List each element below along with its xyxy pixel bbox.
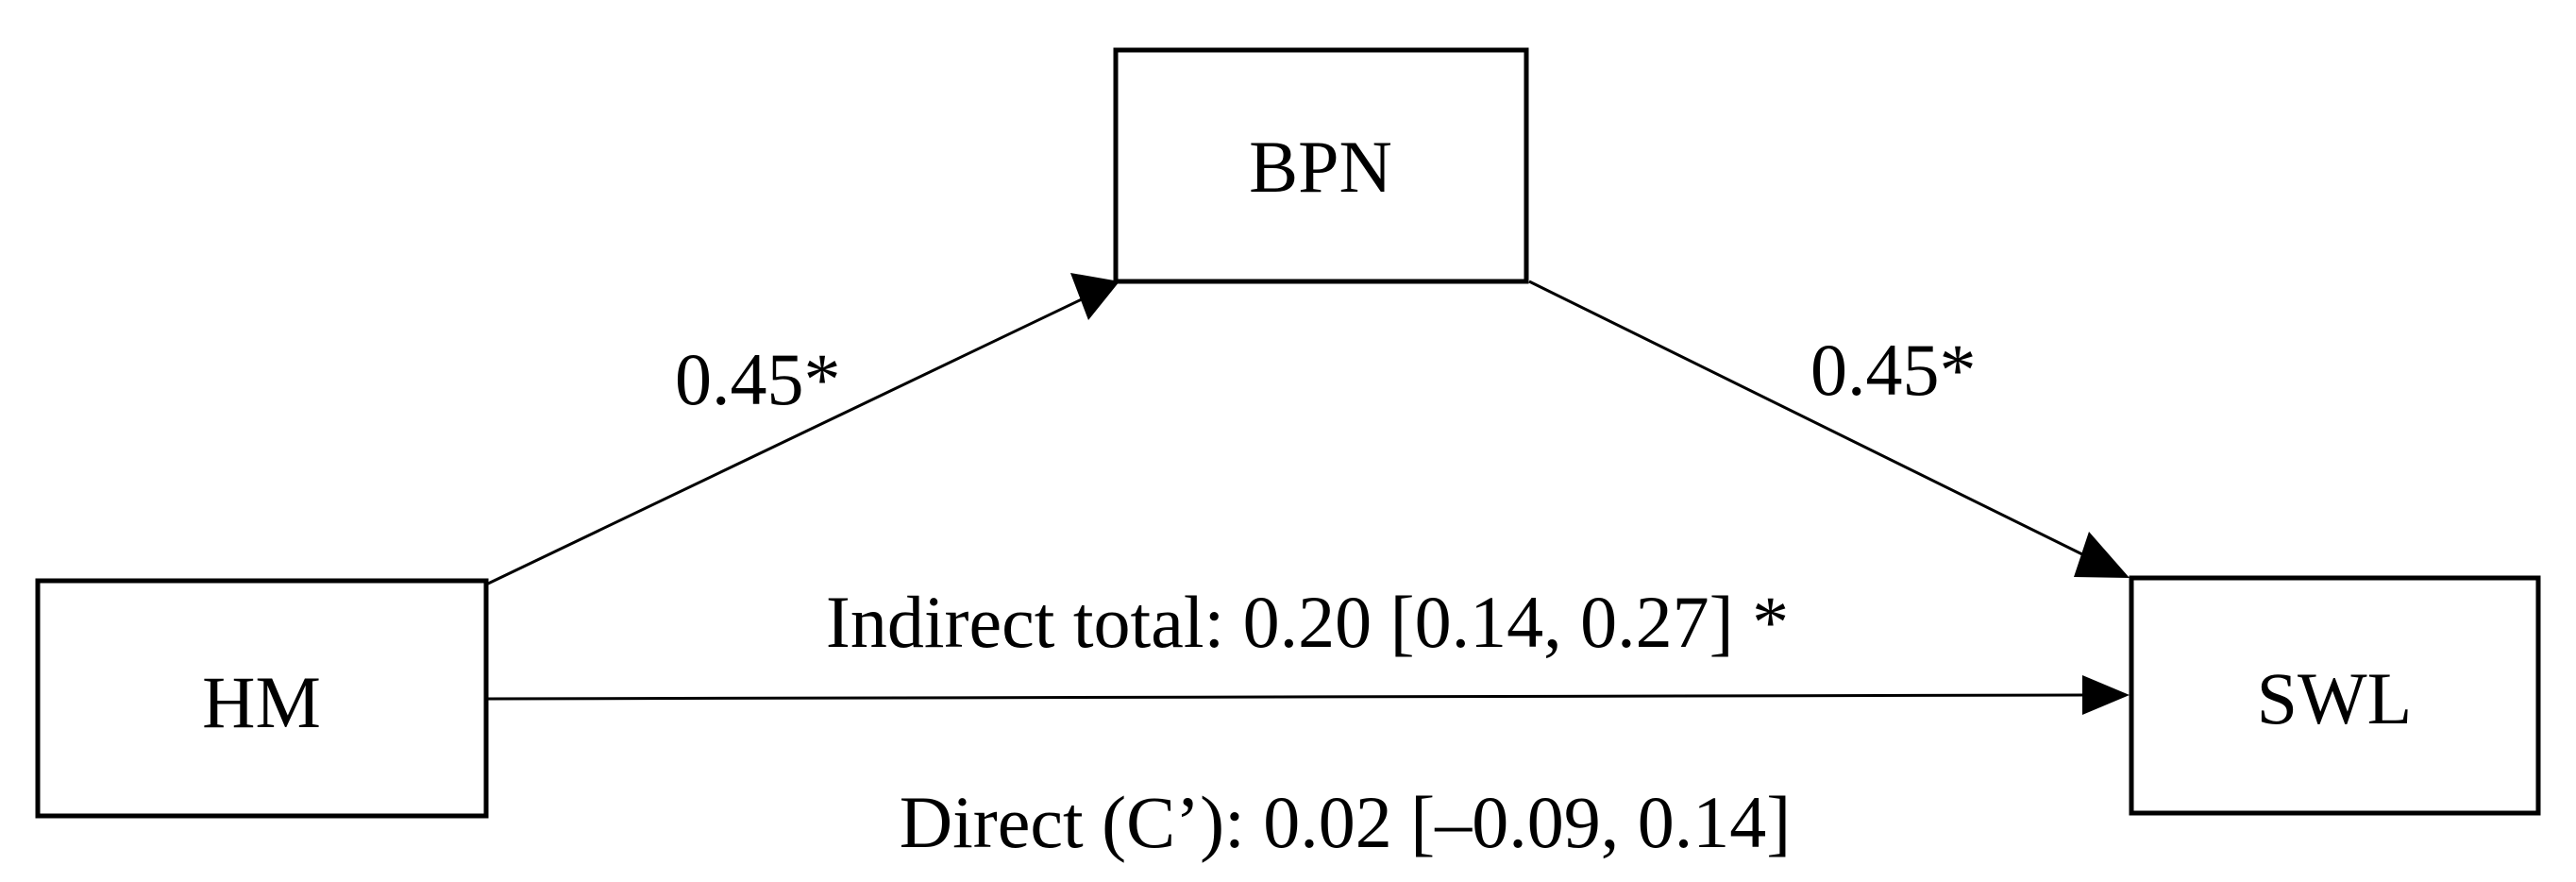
node-bpn: BPN (1113, 47, 1529, 284)
node-box-bpn (1113, 47, 1529, 284)
arrow-line-bpn-swl (1528, 280, 2085, 557)
direct-effect-label: Direct (C’): 0.02 [–0.09, 0.14] (900, 781, 1791, 863)
coefficient-label-hm-bpn: 0.45* (675, 338, 841, 420)
node-label-hm: HM (202, 661, 321, 743)
node-box-swl (2129, 575, 2541, 816)
node-swl: SWL (2129, 575, 2541, 816)
node-label-bpn: BPN (1249, 126, 1392, 208)
arrow-line-hm-bpn (487, 296, 1086, 585)
arrowhead-bpn-swl-icon (2074, 532, 2130, 578)
coefficient-label-bpn-swl: 0.45* (1810, 329, 1977, 411)
edge-hm-to-bpn (487, 273, 1120, 585)
node-label-swl: SWL (2257, 657, 2413, 739)
edge-bpn-to-swl (1528, 280, 2130, 578)
indirect-effect-label: Indirect total: 0.20 [0.14, 0.27] * (826, 581, 1789, 663)
node-hm: HM (35, 578, 489, 819)
node-box-hm (35, 578, 489, 819)
arrowhead-hm-swl-icon (2082, 675, 2130, 715)
arrow-line-hm-swl (487, 693, 2085, 701)
edge-hm-to-swl (487, 675, 2130, 715)
arrowhead-hm-bpn-icon (1070, 273, 1120, 320)
